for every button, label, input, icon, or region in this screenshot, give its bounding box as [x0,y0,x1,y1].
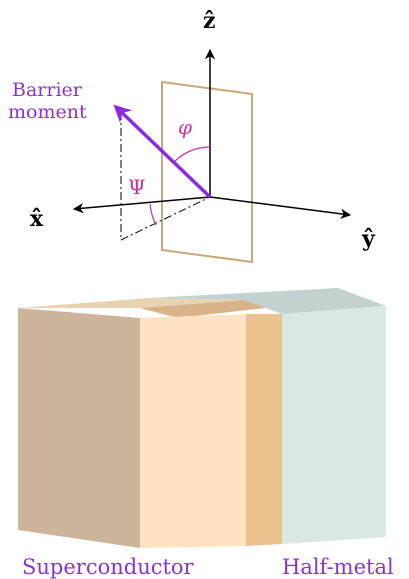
halfmetal-label: Half-metal [282,555,394,579]
halfmetal-front-face [282,306,386,544]
x-axis [72,196,211,214]
psi-label: Ψ [128,175,146,199]
phi-label: φ [178,115,192,139]
coordinate-system: ẑ x̂ ŷ Barrier moment φ Ψ [8,8,376,264]
moment-label-line1: Barrier [12,79,83,101]
y-axis-label: ŷ [361,226,376,252]
superconductor-top-face [18,298,244,308]
barrier-top-face [140,300,282,318]
superconductor-front-face [140,314,246,548]
phi-arc [173,146,211,163]
z-axis-label: ẑ [203,8,216,34]
x-axis-label: x̂ [30,206,44,232]
moment-vector [113,104,212,199]
superconductor-side-face [18,308,140,548]
barrier-front-face [246,314,282,546]
projection-line-ground [120,196,211,241]
psi-arc [149,203,157,226]
halfmetal-top-face [150,288,386,314]
layered-block [18,288,386,548]
moment-label-line2: moment [8,101,87,123]
y-axis [209,196,352,220]
superconductor-label: Superconductor [22,555,195,579]
barrier-plane [161,80,253,264]
